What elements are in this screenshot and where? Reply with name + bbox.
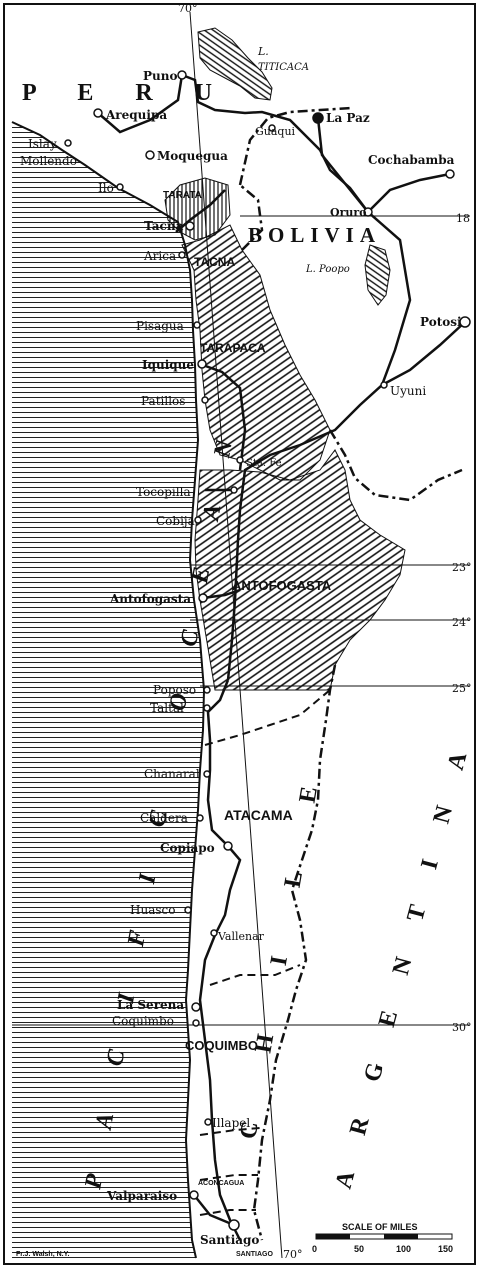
tacna-tarata-region bbox=[164, 177, 231, 241]
region-label-tarapaca: TARAPACA bbox=[200, 341, 266, 355]
lake-label-titicaca: TITICACA bbox=[258, 62, 309, 73]
grid-label-18: 18 bbox=[456, 212, 470, 225]
city-label-uyuni: Uyuni bbox=[390, 384, 426, 398]
city-label-antofogasta: Antofogasta bbox=[109, 592, 191, 606]
city-markers bbox=[64, 70, 471, 1231]
railways bbox=[97, 73, 466, 1241]
city-label-iquique: Iquique bbox=[142, 358, 194, 372]
region-label-antofogasta: ANTOFOGASTA bbox=[232, 578, 332, 593]
region-label-tacna: TACNA bbox=[194, 255, 235, 269]
city-label-tacna: Tacna bbox=[144, 219, 184, 233]
city-label-mollendo: Mollendo bbox=[20, 154, 77, 168]
city-label-poposo: Poposo bbox=[153, 683, 196, 697]
city-label-la-serena: La Serena bbox=[117, 998, 184, 1012]
city-label-patillos: Patillos bbox=[141, 394, 185, 408]
city-label-tocopilla: Tocopilla bbox=[136, 485, 191, 499]
region-label-tarata: TARATA bbox=[163, 190, 202, 201]
international-borders bbox=[238, 106, 463, 1241]
city-label-pisagua: Pisagua bbox=[136, 319, 184, 333]
grid-label-23: 23° bbox=[452, 561, 472, 574]
grid-label-25: 25° bbox=[452, 682, 472, 695]
scale-tick-0: 0 bbox=[312, 1244, 317, 1254]
city-label-guaqui: Guaqui bbox=[255, 125, 296, 138]
city-label-cochabamba: Cochabamba bbox=[368, 153, 455, 167]
city-label-arequipa: Arequipa bbox=[105, 108, 167, 122]
city-label-oruro: Oruro bbox=[330, 206, 367, 219]
city-label-coquimbo: Coquimbo bbox=[112, 1014, 174, 1028]
lake-label-poopo: L. Poopo bbox=[305, 264, 350, 275]
scale-tick-50: 50 bbox=[354, 1244, 364, 1254]
region-label-santiago: SANTIAGO bbox=[236, 1251, 274, 1258]
lake-titicaca bbox=[197, 27, 273, 101]
region-label-atacama: ATACAMA bbox=[224, 807, 293, 823]
grid-label-70-bottom: 70° bbox=[283, 1248, 303, 1261]
province-borders bbox=[199, 689, 331, 1216]
city-label-huasco: Huasco bbox=[130, 903, 175, 917]
region-label-coquimbo: COQUIMBO bbox=[185, 1038, 258, 1053]
country-label-peru: P E R U bbox=[22, 80, 230, 106]
country-label-bolivia: BOLIVIA bbox=[248, 223, 381, 247]
city-label-potosi: Potosi bbox=[420, 315, 462, 329]
city-label-valparaiso: Valparaiso bbox=[106, 1189, 177, 1203]
pacific-ocean bbox=[12, 122, 204, 1258]
city-label-santiago: Santiago bbox=[200, 1233, 259, 1247]
grid-label-24: 24° bbox=[452, 616, 472, 629]
city-label-la-paz: La Paz bbox=[326, 111, 370, 125]
city-label-copiapo: Copiapo bbox=[160, 841, 215, 855]
grid-label-30: 30° bbox=[452, 1021, 472, 1034]
city-label-caldera: Caldera bbox=[140, 811, 188, 825]
scale-tick-150: 150 bbox=[438, 1244, 453, 1254]
scale-bar: SCALE OF MILES 0 50 100 150 bbox=[312, 1222, 453, 1254]
city-label-sta-fe: Sta. Fe bbox=[246, 458, 282, 469]
region-label-aconcagua: ACONCAGUA bbox=[198, 1180, 244, 1187]
city-label-illapel: Illapel bbox=[212, 1116, 250, 1130]
grid-label-70-top: 70° bbox=[178, 2, 198, 15]
scale-tick-100: 100 bbox=[396, 1244, 411, 1254]
city-label-chanaral: Chanaral bbox=[144, 767, 200, 781]
city-label-arica: Arica bbox=[143, 249, 176, 263]
city-label-vallenar: Vallenar bbox=[217, 930, 265, 943]
city-label-islay: Islay bbox=[28, 137, 57, 151]
engraver-credit: Fr.J. Walsh, N.Y. bbox=[16, 1251, 69, 1258]
city-label-cobija: Cobija bbox=[156, 514, 195, 528]
city-label-moquegua: Moquegua bbox=[157, 149, 228, 163]
scale-title: SCALE OF MILES bbox=[342, 1222, 418, 1232]
city-label-ilo: Ilo bbox=[98, 181, 114, 195]
lake-label-titicaca-prefix: L. bbox=[257, 45, 269, 58]
city-label-taltal: Taltal bbox=[150, 701, 184, 715]
city-label-puno: Puno bbox=[143, 69, 177, 83]
lake-poopo bbox=[364, 244, 391, 306]
